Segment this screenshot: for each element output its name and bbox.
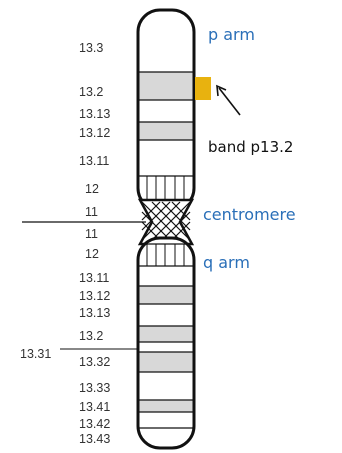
band-label: 13.41: [79, 400, 110, 414]
band-label: 13.11: [79, 271, 109, 285]
band-label: 13.31: [20, 347, 51, 361]
highlight-marker: [195, 77, 211, 100]
band-label: 13.12: [79, 289, 110, 303]
band-label: 13.11: [79, 154, 109, 168]
p-arm-label: p arm: [208, 25, 255, 44]
band-label: 13.13: [79, 107, 110, 121]
band-q13-41: [138, 400, 194, 412]
band-q13-32: [138, 352, 194, 372]
band-q13-2: [138, 326, 194, 342]
band-annotation-label: band p13.2: [208, 138, 293, 156]
band-label: 13.12: [79, 126, 110, 140]
q-arm-label: q arm: [203, 253, 250, 272]
q-arm-outline: [136, 236, 196, 450]
centromere-label: centromere: [203, 205, 296, 224]
band-label: 11: [85, 227, 98, 241]
band-labels: 13.3 13.2 13.13 13.12 13.11 12 11 11 12 …: [20, 41, 110, 446]
band-label: 11: [85, 205, 98, 219]
band-label: 13.43: [79, 432, 110, 446]
band-p12-hatched: [146, 176, 185, 200]
band-label: 13.3: [79, 41, 103, 55]
band-label: 13.32: [79, 355, 110, 369]
p-arm-bands: [138, 10, 194, 210]
band-p13-2: [138, 72, 194, 100]
band-q12-hatched: [146, 244, 185, 266]
band-label: 12: [85, 182, 99, 196]
q-arm-bands: [138, 238, 194, 448]
band-label: 12: [85, 247, 99, 261]
band-q13-12: [138, 286, 194, 304]
centromere-crosshatch: [137, 198, 195, 246]
q-band-dividers: [138, 243, 194, 429]
arrow-icon: [216, 84, 241, 116]
band-label: 13.42: [79, 417, 110, 431]
band-label: 13.13: [79, 306, 110, 320]
band-label: 13.2: [79, 85, 103, 99]
band-label: 13.2: [79, 329, 103, 343]
band-label: 13.33: [79, 381, 110, 395]
band-p13-12: [138, 122, 194, 140]
